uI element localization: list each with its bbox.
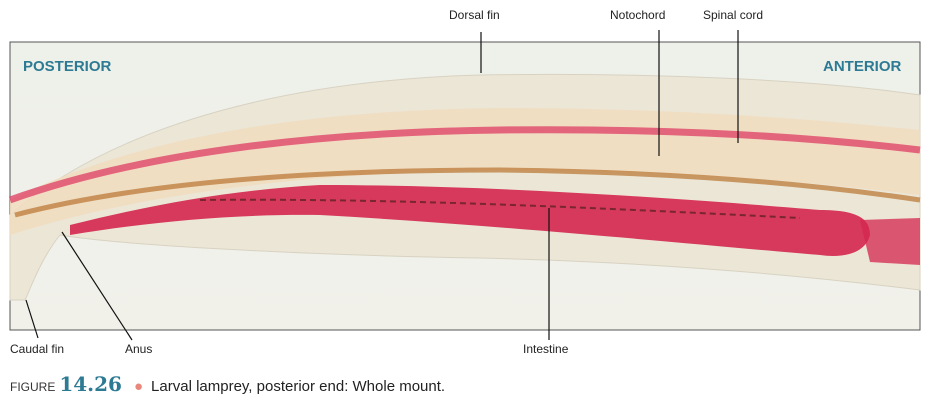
anterior-label: ANTERIOR (823, 58, 902, 75)
figure-prefix: FIGURE (10, 380, 56, 394)
intestine-label: Intestine (523, 342, 569, 356)
caudal-fin-label: Caudal fin (10, 342, 65, 356)
leader-lines (25, 30, 739, 341)
caption-text: Larval lamprey, posterior end: Whole mou… (151, 378, 446, 395)
figure-number: 14.26 (59, 372, 122, 396)
notochord-border (14, 167, 921, 218)
myotome-tissue (10, 108, 920, 235)
spinal-cord-label: Spinal cord (703, 8, 764, 22)
spinal-cord (8, 126, 921, 204)
bullet-icon: ● (133, 378, 144, 395)
posterior-label: POSTERIOR (23, 58, 112, 75)
anus-label: Anus (125, 342, 153, 356)
dorsal-fin-label: Dorsal fin (449, 8, 500, 22)
notochord-label: Notochord (610, 8, 666, 22)
intestine (70, 185, 870, 256)
